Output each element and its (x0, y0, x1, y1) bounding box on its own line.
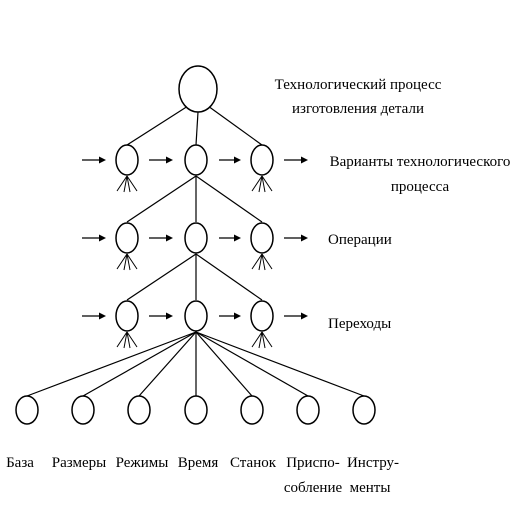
arrow-operations-2-3 (219, 234, 241, 242)
arrow-transitions-1-2 (149, 312, 173, 320)
fan-variant-right (251, 175, 273, 193)
leaf-label-sizes: Размеры (52, 455, 106, 471)
level-label-operations: Операции (328, 232, 392, 248)
node-operation-2 (184, 222, 208, 254)
node-fan-ticks (116, 175, 273, 349)
edge-operation-transition-3 (195, 253, 263, 301)
arrow-operations-out (284, 234, 308, 242)
node-transition-2 (184, 300, 208, 332)
diagram-labels: Технологический процесс изготовления дет… (6, 77, 510, 496)
node-leaf-tools (352, 395, 376, 425)
diagram-edges (26, 105, 365, 397)
edge-variant-operation-1 (126, 175, 197, 223)
node-leaf-fixture (296, 395, 320, 425)
fan-transition-left (116, 331, 138, 349)
edge-root-variant-2 (195, 111, 199, 146)
fan-operation-right (251, 253, 273, 271)
node-operation-1 (115, 222, 139, 254)
fan-variant-left (116, 175, 138, 193)
arrow-transitions-out (284, 312, 308, 320)
flow-arrows (82, 156, 308, 320)
edge-variant-operation-3 (195, 175, 263, 223)
node-operation-3 (250, 222, 274, 254)
level-label-transitions: Переходы (328, 316, 391, 332)
node-variant-3 (250, 144, 274, 176)
edge-root-variant-3 (207, 105, 263, 146)
edge-transition-leaf-fixture (195, 331, 309, 397)
edge-operation-transition-1 (126, 253, 197, 301)
node-leaf-sizes (71, 395, 95, 425)
leaf-label-tools-line2: менты (350, 480, 391, 496)
root-label-line2: изготовления детали (292, 101, 424, 117)
node-leaf-modes (127, 395, 151, 425)
arrow-variants-in (82, 156, 106, 164)
diagram-nodes (15, 65, 376, 425)
leaf-label-tools-line1: Инстру- (347, 455, 399, 471)
arrow-variants-1-2 (149, 156, 173, 164)
arrow-transitions-in (82, 312, 106, 320)
leaf-label-time: Время (178, 455, 219, 471)
node-root (178, 65, 218, 113)
node-variant-1 (115, 144, 139, 176)
fan-operation-left (116, 253, 138, 271)
root-label-line1: Технологический процесс (275, 77, 442, 93)
level-label-variants-line1: Варианты технологического (330, 154, 511, 170)
edge-transition-leaf-base (26, 331, 197, 397)
arrow-operations-1-2 (149, 234, 173, 242)
edge-transition-leaf-machine (195, 331, 253, 397)
arrow-transitions-2-3 (219, 312, 241, 320)
node-variant-2 (184, 144, 208, 176)
node-leaf-time (184, 395, 208, 425)
arrow-variants-2-3 (219, 156, 241, 164)
leaf-label-fixture-line1: Приспо- (286, 455, 340, 471)
edge-root-variant-1 (126, 105, 189, 146)
node-transition-1 (115, 300, 139, 332)
fan-transition-right (251, 331, 273, 349)
node-leaf-machine (240, 395, 264, 425)
arrow-variants-out (284, 156, 308, 164)
edge-transition-leaf-modes (138, 331, 197, 397)
node-leaf-base (15, 395, 39, 425)
leaf-label-modes: Режимы (116, 455, 169, 471)
leaf-label-fixture-line2: собление (284, 480, 343, 496)
level-label-variants-line2: процесса (391, 179, 450, 195)
arrow-operations-in (82, 234, 106, 242)
edge-transition-leaf-sizes (82, 331, 197, 397)
leaf-label-base: База (6, 455, 34, 471)
edge-transition-leaf-tools (195, 331, 365, 397)
node-transition-3 (250, 300, 274, 332)
leaf-label-machine: Станок (230, 455, 277, 471)
